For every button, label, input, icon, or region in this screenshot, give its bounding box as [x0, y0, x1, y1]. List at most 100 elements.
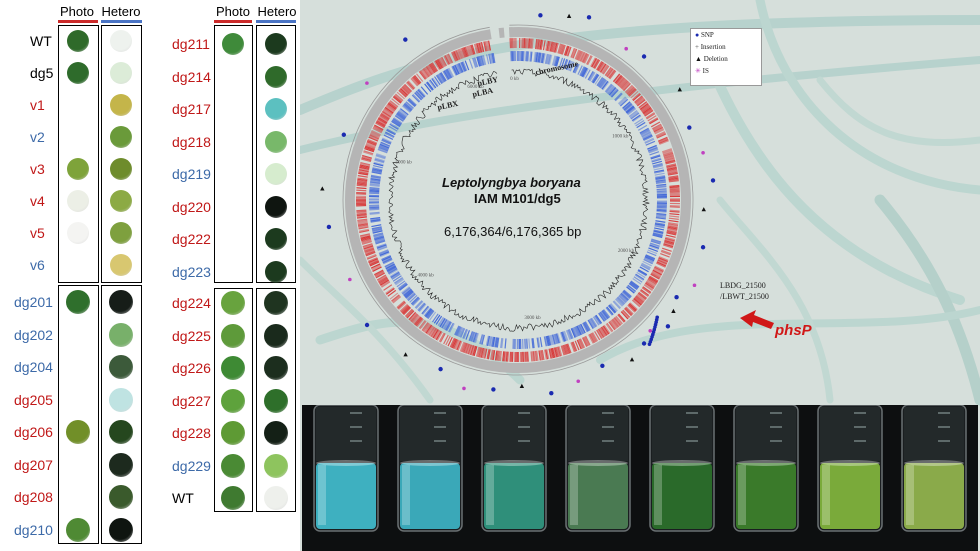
reverse-gene-mark	[578, 324, 584, 335]
reverse-gene-mark	[592, 74, 600, 84]
forward-gene-mark	[363, 245, 374, 250]
forward-gene-mark	[464, 343, 469, 354]
reverse-gene-mark	[439, 72, 446, 82]
forward-gene-mark	[465, 46, 471, 57]
forward-gene-mark	[446, 54, 453, 64]
forward-gene-mark	[380, 112, 390, 120]
forward-gene-mark	[366, 254, 377, 260]
forward-gene-mark	[472, 345, 477, 356]
reverse-gene-mark	[618, 295, 627, 303]
forward-gene-mark	[529, 38, 532, 49]
reverse-gene-mark	[531, 338, 534, 349]
reverse-gene-mark	[605, 307, 613, 316]
reverse-gene-mark	[590, 318, 597, 328]
forward-gene-mark	[598, 328, 605, 338]
organism-name: Leptolyngbya boryana	[442, 175, 581, 190]
hetero-colony	[264, 388, 288, 413]
forward-gene-mark	[580, 52, 587, 63]
reverse-gene-mark	[644, 256, 655, 262]
forward-gene-mark	[379, 279, 390, 286]
forward-gene-mark	[669, 213, 680, 216]
forward-gene-mark	[546, 349, 550, 360]
forward-gene-mark	[414, 74, 422, 84]
reverse-gene-mark	[384, 261, 394, 268]
forward-gene-mark	[634, 297, 643, 305]
reverse-gene-mark	[626, 107, 636, 115]
photo-header-right: Photo	[216, 4, 250, 19]
forward-gene-mark	[627, 304, 636, 313]
reverse-gene-mark	[584, 321, 591, 331]
forward-gene-mark	[613, 317, 622, 326]
forward-gene-mark	[664, 237, 675, 242]
reverse-gene-mark	[411, 94, 420, 103]
reverse-gene-mark	[656, 183, 667, 187]
reverse-gene-mark	[404, 102, 413, 111]
forward-gene-mark	[563, 45, 569, 56]
forward-gene-mark	[605, 67, 613, 77]
hetero-colony	[110, 222, 132, 244]
forward-gene-mark	[668, 176, 679, 180]
forward-gene-mark	[434, 60, 442, 70]
forward-gene-mark	[644, 110, 654, 117]
reverse-gene-mark	[535, 52, 539, 63]
forward-gene-mark	[559, 44, 564, 55]
reverse-gene-mark	[375, 240, 386, 245]
forward-gene-mark	[540, 39, 544, 50]
reverse-gene-mark	[397, 282, 407, 290]
forward-gene-mark	[572, 48, 578, 59]
reverse-gene-mark	[635, 120, 645, 127]
reverse-gene-mark	[624, 103, 633, 112]
forward-gene-mark	[391, 98, 400, 106]
hetero-colony	[109, 290, 133, 314]
forward-gene-mark	[658, 138, 669, 144]
reverse-gene-mark	[603, 309, 611, 318]
reverse-gene-mark	[656, 206, 667, 209]
reverse-gene-mark	[628, 109, 638, 117]
reverse-gene-mark	[653, 231, 664, 235]
reverse-gene-mark	[379, 251, 390, 257]
snp-mark	[403, 37, 408, 42]
forward-gene-mark	[540, 350, 544, 361]
forward-gene-mark	[601, 326, 609, 336]
reverse-gene-mark	[649, 151, 660, 156]
reverse-gene-mark	[650, 239, 661, 244]
reverse-gene-mark	[462, 328, 468, 339]
forward-gene-mark	[367, 138, 378, 144]
forward-gene-mark	[447, 336, 453, 347]
forward-gene-mark	[634, 96, 644, 104]
forward-gene-mark	[484, 348, 488, 359]
reverse-gene-mark	[420, 86, 429, 95]
reverse-gene-mark	[429, 79, 437, 89]
forward-gene-mark	[365, 250, 376, 256]
reverse-gene-mark	[640, 129, 650, 136]
forward-gene-mark	[538, 350, 541, 361]
forward-gene-mark	[541, 349, 545, 361]
photo-box-group2	[58, 285, 99, 544]
forward-gene-mark	[668, 175, 679, 178]
forward-gene-mark	[590, 57, 596, 67]
forward-gene-mark	[361, 156, 372, 160]
reverse-gene-mark	[379, 250, 389, 256]
reverse-gene-mark	[463, 329, 469, 340]
forward-gene-mark	[663, 152, 674, 157]
forward-gene-mark	[640, 289, 650, 296]
forward-gene-mark	[364, 145, 375, 151]
forward-gene-mark	[562, 344, 567, 355]
forward-gene-mark	[664, 156, 675, 161]
reverse-gene-mark	[652, 233, 663, 238]
forward-gene-mark	[398, 89, 407, 98]
forward-gene-mark	[577, 51, 583, 61]
photo-colony	[66, 517, 90, 542]
reverse-gene-mark	[496, 337, 500, 348]
reverse-gene-mark	[369, 186, 380, 190]
forward-gene-mark	[530, 38, 533, 49]
forward-gene-mark	[668, 178, 679, 182]
reverse-gene-mark	[629, 282, 639, 290]
reverse-gene-mark	[438, 73, 445, 83]
forward-gene-mark	[455, 340, 461, 350]
hetero-bar-right	[256, 20, 296, 23]
reverse-gene-mark	[654, 227, 665, 231]
forward-gene-mark	[358, 224, 369, 228]
forward-gene-mark	[656, 132, 666, 138]
reverse-gene-mark	[378, 146, 389, 152]
